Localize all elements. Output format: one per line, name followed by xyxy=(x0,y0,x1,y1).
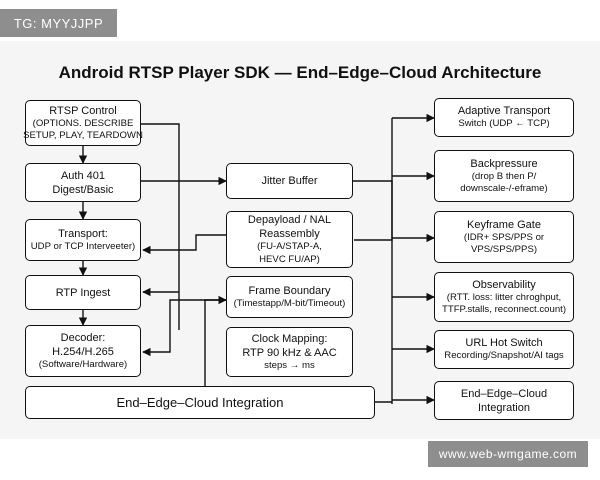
diagram-title: Android RTSP Player SDK — End–Edge–Cloud… xyxy=(58,63,542,82)
adaptive-transport-box: Adaptive Transport Switch (UDP ← TCP) xyxy=(434,98,574,137)
cloud-integration-box: End–Edge–Cloud Integration xyxy=(434,381,574,420)
watermark-bottom: www.web-wmgame.com xyxy=(428,441,588,467)
depayload-box: Depayload / NAL Reassembly (FU-A/STAP-A,… xyxy=(226,211,353,268)
clock-mapping-box: Clock Mapping: RTP 90 kHz & AAC steps → … xyxy=(226,327,353,377)
keyframe-gate-box: Keyframe Gate (IDR+ SPS/PPS or VPS/SPS/P… xyxy=(434,211,574,263)
jitter-buffer-box: Jitter Buffer xyxy=(226,163,353,199)
integration-box: End–Edge–Cloud Integration xyxy=(25,386,375,419)
rtsp-control-box: RTSP Control (OPTIONS. DESCRIBE SETUP, P… xyxy=(23,100,143,146)
frame-boundary-box: Frame Boundary (Timestapp/M-bit/Timeout) xyxy=(226,276,353,318)
bus-left-right xyxy=(141,123,180,330)
watermark-top: TG: MYYJJPP xyxy=(0,9,117,37)
decoder-box: Decoder: H.254/H.265 (Software/Hardware) xyxy=(25,325,141,377)
rtp-ingest-box: RTP Ingest xyxy=(25,275,141,310)
auth-box: Auth 401 Digest/Basic xyxy=(25,163,141,202)
arrow-integration-to-frame xyxy=(204,295,227,386)
backpressure-box: Backpressure (drop B then P/ downscale-/… xyxy=(434,150,574,202)
arrow-depayload-to-transport xyxy=(142,234,226,255)
arrow-frame-to-decoder xyxy=(142,299,226,357)
observability-box: Observability (RTT. loss: litter chroghp… xyxy=(434,272,574,322)
transport-box: Transport: UDP or TCP Interveeter) xyxy=(25,219,141,261)
bus-center-right xyxy=(353,180,393,241)
url-hot-switch-box: URL Hot Switch Recording/Snapshot/AI tag… xyxy=(434,330,574,369)
